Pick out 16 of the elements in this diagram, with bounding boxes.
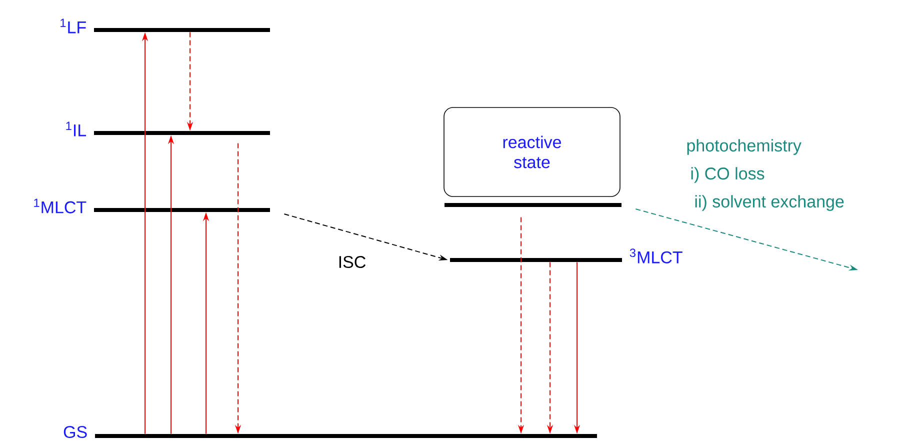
energy-level	[450, 258, 622, 262]
state-box: reactive state	[444, 107, 620, 197]
note-text: ii) solvent exchange	[695, 195, 844, 211]
energy-level	[94, 28, 270, 32]
energy-level	[95, 434, 597, 438]
level-label: $^{3}$MLCT	[630, 248, 682, 264]
energy-level	[444, 203, 622, 207]
note-text: photochemistry	[687, 139, 802, 155]
energy-level	[94, 131, 270, 135]
level-label: GS	[64, 426, 87, 438]
level-label: $^{1}$MLCT	[34, 198, 86, 214]
note-text: i) CO loss	[691, 167, 764, 183]
level-label: $^{1}$IL	[66, 122, 86, 136]
energy-level	[94, 208, 270, 212]
edge-label: ISC	[336, 254, 368, 270]
level-label: $^{1}$LF	[60, 18, 86, 34]
